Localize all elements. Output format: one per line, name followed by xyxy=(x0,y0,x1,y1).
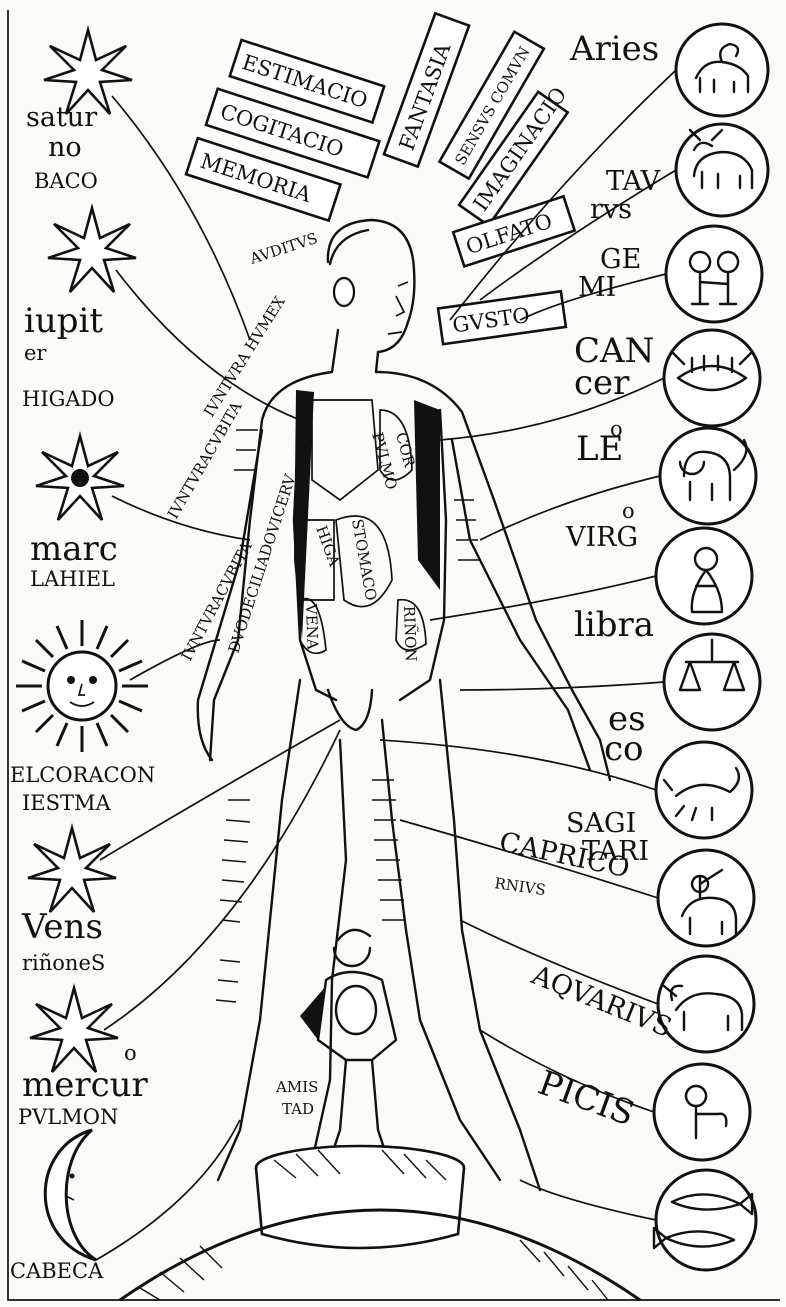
planet-saturn-sub: no xyxy=(48,132,82,163)
planet-venus-name: Vens xyxy=(21,907,103,947)
small-figure-amistad xyxy=(300,930,396,1160)
zodiac-virgo-line2: VIRG xyxy=(565,522,638,553)
planet-saturn-organ: BACO xyxy=(34,169,98,193)
planet-sun-organ-line1: ELCORACON xyxy=(10,763,155,787)
planet-mercury-name: mercur xyxy=(22,1065,149,1105)
mars-star-icon xyxy=(36,436,124,520)
zodiac-capricorn-line2: RNIVS xyxy=(493,874,546,899)
label-amistad-line2: TAD xyxy=(282,1100,314,1118)
moon-crescent-icon xyxy=(45,1130,96,1260)
venus-star-icon xyxy=(28,828,116,912)
zodiac-pisces-label: PICIS xyxy=(533,1063,640,1134)
planet-mercury-sup: o xyxy=(124,1041,137,1065)
label-rinon: RIÑON xyxy=(400,606,420,662)
planet-jupiter-name: iupit xyxy=(24,301,103,341)
faculty-banners: ESTIMACIO FANTASIA COGITACIO SENSVS COMV… xyxy=(186,13,576,344)
label-stomaco: STOMACO xyxy=(348,518,380,602)
zodiac-gemini-line1: GE xyxy=(600,244,641,275)
scorpio-medallion xyxy=(656,742,752,838)
label-vena: VENA xyxy=(302,603,322,651)
planet-moon-organ: CABECA xyxy=(10,1259,104,1283)
label-auditus: AVDITVS xyxy=(247,229,320,268)
zodiac-virgo-line1: o xyxy=(622,499,635,523)
lungs-shape xyxy=(312,400,378,500)
aquarius-medallion xyxy=(654,1064,750,1160)
zodiac-taurus-line1: TAV xyxy=(606,166,661,197)
planet-mars-name: marc xyxy=(30,529,118,569)
planet-jupiter-sub: er xyxy=(24,341,47,365)
aries-medallion xyxy=(676,24,768,116)
zodiac-scorpio-line2: co xyxy=(604,729,644,769)
zodiac-libra-label: libra xyxy=(574,605,654,645)
planet-mars-organ: LAHIEL xyxy=(30,567,115,591)
planet-sun-organ-line2: IESTMA xyxy=(22,791,112,815)
planet-jupiter-organ: HIGADO xyxy=(22,387,115,411)
pisces-medallion xyxy=(656,1170,756,1270)
planet-saturn-name: satur xyxy=(26,102,97,133)
label-iunctura-humex: IVNTVRA HVMEX xyxy=(200,293,289,420)
planet-mercury-organ: PVLMON xyxy=(18,1105,118,1129)
zodiac-sagittarius-line1: SAGI xyxy=(566,808,636,839)
leo-medallion xyxy=(660,428,756,524)
virgo-medallion xyxy=(656,528,752,624)
sun-icon xyxy=(16,620,148,752)
taurus-medallion xyxy=(676,124,768,216)
label-cor: COR xyxy=(392,430,419,469)
zodiac-gemini-line2: MI xyxy=(578,272,616,303)
label-amistad-line1: AMIS xyxy=(275,1078,318,1096)
planet-venus-organ: riñoneS xyxy=(22,951,105,975)
pedestal xyxy=(256,1146,464,1248)
human-figure xyxy=(198,220,610,1190)
zodiac-aries-label: Aries xyxy=(569,29,659,69)
gemini-medallion xyxy=(666,226,762,322)
label-iunctura-cubita: IVNTVRACVBITA xyxy=(164,398,246,522)
zodiac-leo-line2: o xyxy=(610,417,623,441)
